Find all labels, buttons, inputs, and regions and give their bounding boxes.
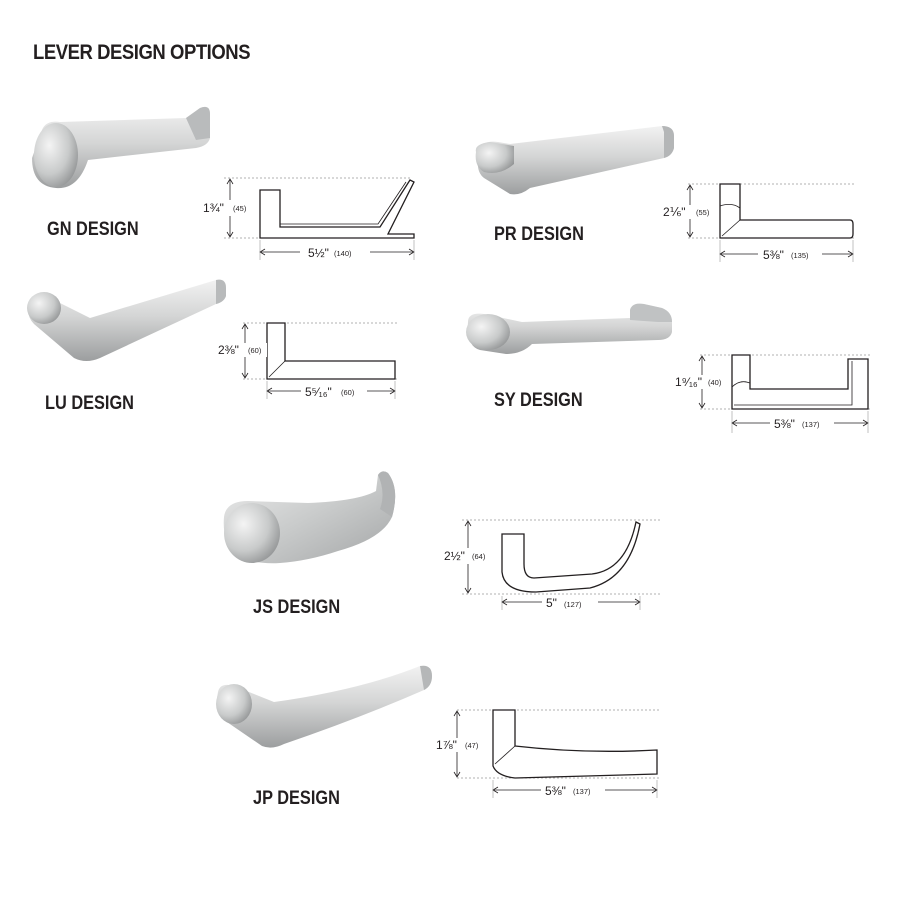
jp-width-mm: (137) (573, 787, 591, 796)
pr-height-mm: (55) (696, 208, 710, 217)
pr-width-mm: (135) (791, 251, 809, 260)
js-dimension-diagram: 2½" (64) 5" (127) (442, 519, 660, 610)
sy-height-mm: (40) (708, 378, 722, 387)
pr-height-in: 2⅙" (663, 205, 686, 219)
lu-design-label: LU DESIGN (45, 393, 134, 414)
js-width-mm: (127) (564, 600, 582, 609)
pr-lever-image (475, 126, 674, 195)
gn-width-mm: (140) (334, 249, 352, 258)
jp-dimension-diagram: 1⅞" (47) 5⅜" (137) (435, 709, 660, 798)
gn-height-in: 1¾" (203, 201, 224, 215)
sy-height-in: 1⁹⁄₁₆" (675, 375, 702, 389)
lu-height-mm: (60) (248, 346, 262, 355)
pr-dimension-diagram: 2⅙" (55) 5⅜" (135) (662, 183, 855, 262)
js-width-in: 5" (546, 596, 557, 610)
gn-dimension-diagram: 1¾" (45) 5½" (140) (202, 177, 415, 260)
sy-width-in: 5⅜" (774, 417, 795, 431)
gn-design-label: GN DESIGN (47, 219, 139, 240)
jp-height-mm: (47) (465, 741, 479, 750)
gn-lever-image (32, 106, 210, 189)
pr-design-label: PR DESIGN (494, 224, 584, 245)
js-height-in: 2½" (444, 549, 465, 563)
jp-design-label: JP DESIGN (253, 788, 340, 809)
jp-lever-image (216, 665, 432, 748)
sy-design-label: SY DESIGN (494, 390, 583, 411)
js-design-label: JS DESIGN (253, 597, 341, 618)
lu-width-mm: (60) (341, 388, 355, 397)
lu-width-in: 5⁵⁄₁₆" (305, 385, 332, 399)
lu-dimension-diagram: 2⅜" (60) 5⁵⁄₁₆" (60) (217, 322, 398, 399)
gn-height-mm: (45) (233, 204, 247, 213)
lu-lever-image (27, 279, 227, 361)
pr-width-in: 5⅜" (763, 248, 784, 262)
jp-width-in: 5⅜" (545, 784, 566, 798)
page-title: LEVER DESIGN OPTIONS (33, 41, 251, 64)
sy-dimension-diagram: 1⁹⁄₁₆" (40) 5⅜" (137) (674, 354, 870, 433)
js-height-mm: (64) (472, 552, 486, 561)
lu-height-in: 2⅜" (218, 343, 239, 357)
sy-lever-image (466, 303, 672, 354)
sy-width-mm: (137) (802, 420, 820, 429)
jp-height-in: 1⅞" (436, 738, 457, 752)
gn-width-in: 5½" (308, 246, 329, 260)
js-lever-image (223, 471, 396, 564)
